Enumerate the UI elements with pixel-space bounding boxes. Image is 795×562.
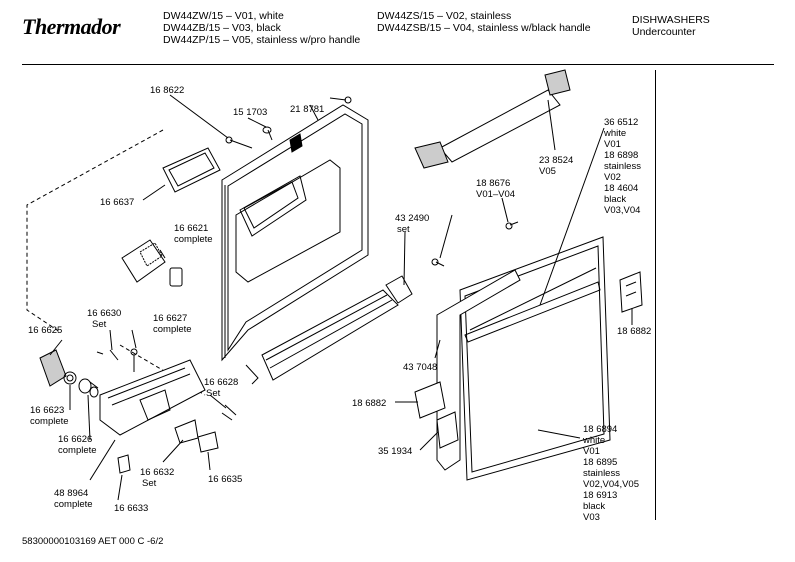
model-line: DW44ZP/15 – V05, stainless w/pro handle [163,34,361,46]
control-assembly [39,348,237,474]
dashed-outline [119,344,206,396]
outer-door-panel [459,236,611,481]
category: DISHWASHERS Undercounter [632,14,710,38]
brand-logo: Thermador [22,14,121,39]
vent-panel [121,239,183,287]
category-line: Undercounter [632,26,696,38]
header-rule [22,64,774,65]
models-right: DW44ZS/15 – V02, stainless DW44ZSB/15 – … [377,10,591,34]
gasket-frame [162,147,221,193]
side-rule [655,70,656,520]
part-label: 43 7048 [403,362,438,373]
door-liner [414,269,521,471]
inner-door-panel [221,104,369,362]
screw-icon [431,221,519,267]
screw-icon [225,96,352,149]
part-label: 16 6625 [28,325,63,336]
model-line: DW44ZW/15 – V01, white [163,10,284,22]
part-label: 15 1703 [233,107,268,118]
side-bracket [619,271,643,313]
part-label: 21 8781 [290,104,325,115]
part-label: 16 6633 [114,503,149,514]
part-label: 35 1934 [378,446,413,457]
part-label: 18 6882 [617,326,652,337]
models-left: DW44ZW/15 – V01, white DW44ZB/15 – V03, … [163,10,360,46]
part-label: 16 6637 [100,197,135,208]
dashed-outline [26,129,164,333]
category-line: DISHWASHERS [632,14,710,26]
part-label: 18 6882 [352,398,387,409]
model-line: DW44ZB/15 – V03, black [163,22,281,34]
model-line: DW44ZS/15 – V02, stainless [377,10,512,22]
bottom-rail [245,275,413,385]
model-line: DW44ZSB/15 – V04, stainless w/black hand… [377,22,591,34]
part-label: 16 8622 [150,85,185,96]
doc-code: 58300000103169 AET 000 C -6/2 [22,536,164,547]
leader-lines [49,94,633,501]
part-label: 16 6635 [208,474,243,485]
pro-handle [414,69,571,169]
